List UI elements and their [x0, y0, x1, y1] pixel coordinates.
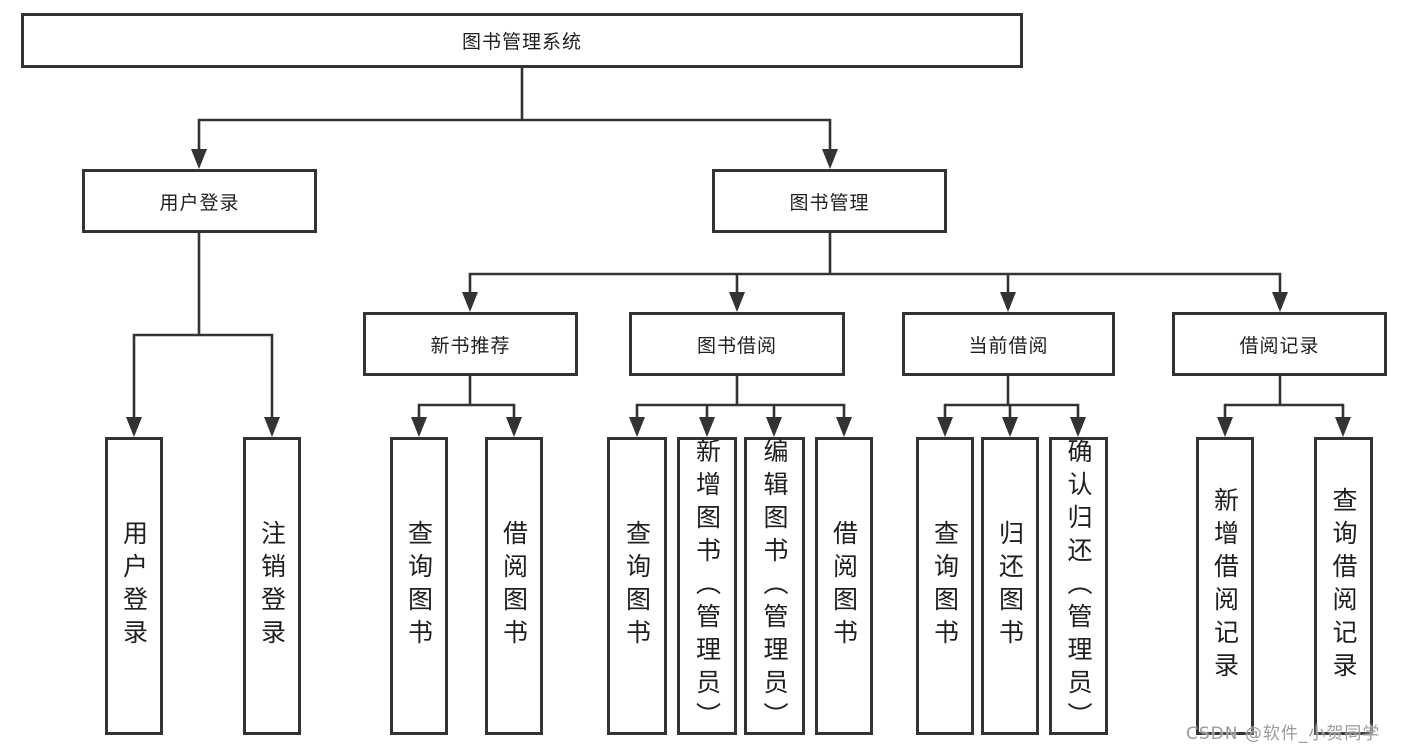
- connector-root: [197, 68, 832, 153]
- leaf-label: 归还图书: [995, 520, 1025, 652]
- arrowhead: [1000, 292, 1016, 312]
- leaf-label: 用户登录: [119, 520, 149, 652]
- arrowhead: [264, 417, 280, 437]
- leaf-borrow-books-recommend: 借阅图书: [485, 437, 543, 735]
- watermark-text: CSDN @软件_小贺同学: [1186, 724, 1381, 744]
- leaf-label: 编辑图书（管理员）: [760, 437, 789, 735]
- arrowheads: [126, 149, 1351, 437]
- node-user-login: 用户登录: [82, 169, 317, 233]
- arrowhead: [729, 292, 745, 312]
- arrowhead: [629, 417, 645, 437]
- arrowhead: [411, 417, 427, 437]
- node-new-book-recommend: 新书推荐: [363, 312, 578, 376]
- leaf-label: 借阅图书: [829, 520, 859, 652]
- leaf-label: 查询图书: [930, 520, 960, 652]
- leaf-label: 确认归还（管理员）: [1064, 437, 1093, 735]
- leaf-label: 查询图书: [404, 520, 434, 652]
- leaf-query-books-current: 查询图书: [916, 437, 974, 735]
- arrowhead: [1272, 292, 1288, 312]
- arrowhead: [462, 292, 478, 312]
- arrowhead: [191, 149, 207, 169]
- leaf-confirm-return-admin: 确认归还（管理员）: [1049, 437, 1108, 735]
- arrowhead: [699, 417, 715, 437]
- leaf-label: 新增图书（管理员）: [692, 437, 722, 735]
- arrowhead: [1217, 417, 1233, 437]
- leaf-borrow-books-borrowing: 借阅图书: [815, 437, 873, 735]
- leaf-label: 借阅图书: [499, 520, 529, 652]
- arrowhead: [1002, 417, 1018, 437]
- connector-book-management: [468, 233, 1282, 296]
- leaf-add-borrow-record: 新增借阅记录: [1196, 437, 1254, 735]
- leaf-logout: 注销登录: [243, 437, 301, 735]
- connector-borrowing-records: [1223, 376, 1345, 421]
- leaf-label: 查询借阅记录: [1329, 487, 1358, 685]
- arrowhead: [1070, 417, 1086, 437]
- node-book-management: 图书管理: [712, 169, 947, 233]
- connector-new-book-recommend: [417, 376, 516, 421]
- connector-user-login: [132, 233, 274, 421]
- node-borrowing-records: 借阅记录: [1172, 312, 1387, 376]
- arrowhead: [937, 417, 953, 437]
- connector-current-borrowing: [943, 376, 1080, 421]
- leaf-query-books-borrowing: 查询图书: [607, 437, 667, 735]
- leaf-label: 注销登录: [257, 520, 287, 652]
- node-library-management-system: 图书管理系统: [21, 13, 1023, 68]
- arrowhead: [766, 417, 782, 437]
- arrowhead: [822, 149, 838, 169]
- arrowhead: [126, 417, 142, 437]
- leaf-label: 查询图书: [622, 520, 652, 652]
- node-current-borrowing: 当前借阅: [902, 312, 1115, 376]
- leaf-user-login: 用户登录: [105, 437, 163, 735]
- arrowhead: [1335, 417, 1351, 437]
- leaf-edit-book-admin: 编辑图书（管理员）: [744, 437, 805, 735]
- connector-book-borrowing: [635, 376, 846, 421]
- arrowhead: [506, 417, 522, 437]
- leaf-label: 新增借阅记录: [1210, 487, 1240, 685]
- leaf-query-books-recommend: 查询图书: [390, 437, 448, 735]
- node-book-borrowing: 图书借阅: [629, 312, 845, 376]
- leaf-return-books: 归还图书: [981, 437, 1039, 735]
- leaf-query-borrow-record: 查询借阅记录: [1314, 437, 1373, 735]
- arrowhead: [836, 417, 852, 437]
- leaf-add-book-admin: 新增图书（管理员）: [677, 437, 737, 735]
